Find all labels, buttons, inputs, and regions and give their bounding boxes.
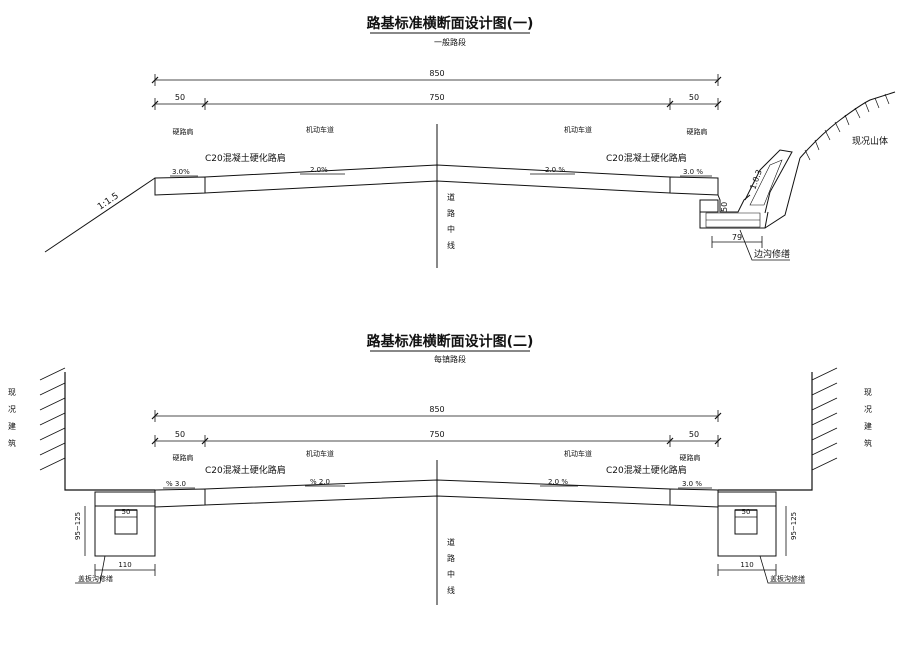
left-lane-slope-2: % 2.0 [310, 478, 330, 486]
right-building-char-1: 现 [864, 388, 872, 397]
left-shoulder-label: 硬路肩 [173, 127, 194, 136]
left-concrete-label: C20混凝土硬化路肩 [205, 152, 286, 164]
left-building-char-3: 建 [8, 421, 16, 431]
centerline2-char-2: 路 [447, 553, 455, 563]
dim-middle-label: 750 [429, 93, 444, 102]
left-building-char-4: 筑 [8, 438, 16, 448]
centerline2-char-4: 线 [447, 585, 455, 595]
ditch-label: 边沟修缮 [754, 248, 790, 260]
left-ditch-depth: 95~125 [74, 512, 82, 540]
embankment-slope-line [44, 177, 156, 253]
centerline-char-4: 线 [447, 240, 455, 250]
right-lane-slope: 2.0 % [545, 166, 565, 174]
dimension-parts: 50 750 50 [151, 93, 722, 110]
dim-total-label-2: 850 [429, 405, 444, 414]
left-covered-ditch: 50 95~125 110 盖板沟修缮 [74, 491, 156, 584]
ditch-width-label: 79 [732, 233, 742, 242]
left-lane-label: 机动车道 [306, 125, 334, 134]
dim-total-label: 850 [429, 69, 444, 78]
left-lane-label-2: 机动车道 [306, 449, 334, 458]
section2-subtitle: 每镇路段 [434, 354, 466, 364]
dimension-total: 850 [151, 69, 722, 86]
left-building-char-2: 况 [8, 405, 16, 414]
left-ditch-outer-width: 110 [118, 561, 131, 569]
section-2: 路基标准横断面设计图(二) 每镇路段 850 50 750 50 硬路肩 机动 [8, 333, 872, 605]
section1-subtitle: 一般路段 [434, 37, 466, 47]
right-lane-slope-2: 2.0 % [548, 478, 568, 486]
right-building-char-3: 建 [864, 421, 872, 431]
right-ditch-depth: 95~125 [790, 512, 798, 540]
right-building-char-2: 况 [864, 405, 872, 414]
right-existing-building: 现 况 建 筑 [718, 367, 872, 491]
right-shoulder-label: 硬路肩 [687, 127, 708, 136]
left-building-char-1: 现 [8, 388, 16, 397]
right-building-char-4: 筑 [864, 438, 872, 448]
ditch-slope-label: 1:0.3 [748, 168, 763, 190]
centerline2-char-1: 道 [447, 537, 455, 547]
right-slope-pct-2: 3.0 % [682, 480, 702, 488]
section1-title: 路基标准横断面设计图(一) [367, 15, 534, 32]
right-ditch-outer-width: 110 [740, 561, 753, 569]
centerline-char-2: 路 [447, 208, 455, 218]
left-ditch-inner-width: 50 [122, 508, 131, 516]
right-lane-label-2: 机动车道 [564, 449, 592, 458]
right-concrete-label: C20混凝土硬化路肩 [606, 152, 687, 164]
dim-middle-label-2: 750 [429, 430, 444, 439]
left-existing-building: 现 况 建 筑 [8, 367, 155, 491]
left-slope-pct: 3.0% [172, 168, 190, 176]
right-concrete-label-2: C20混凝土硬化路肩 [606, 464, 687, 476]
centerline-char-1: 道 [447, 192, 455, 202]
ditch-depth-label: 50 [720, 202, 729, 212]
dimension-total-2: 850 [151, 405, 722, 422]
dimension-parts-2: 50 750 50 [151, 430, 722, 447]
dim-right-label-2: 50 [689, 430, 699, 439]
right-ditch-label: 盖板沟修缮 [770, 574, 805, 583]
section-1: 路基标准横断面设计图(一) 一般路段 850 50 750 50 [44, 15, 896, 268]
right-shoulder-label-2: 硬路肩 [680, 453, 701, 462]
right-slope-pct: 3.0 % [683, 168, 703, 176]
right-lane-label: 机动车道 [564, 125, 592, 134]
left-concrete-label-2: C20混凝土硬化路肩 [205, 464, 286, 476]
dim-left-label-2: 50 [175, 430, 185, 439]
side-ditch: 1:0.3 50 79 边沟修缮 [699, 149, 801, 261]
dim-left-label: 50 [175, 93, 185, 102]
centerline2-char-3: 中 [447, 569, 455, 579]
left-ditch-label: 盖板沟修缮 [78, 574, 113, 583]
dim-right-label: 50 [689, 93, 699, 102]
left-lane-slope: 2.0% [310, 166, 328, 174]
existing-mountain: 现况山体 [799, 91, 896, 161]
centerline-char-3: 中 [447, 224, 455, 234]
right-ditch-inner-width: 50 [742, 508, 751, 516]
left-slope-pct-2: % 3.0 [166, 480, 186, 488]
section2-title: 路基标准横断面设计图(二) [367, 333, 534, 350]
mountain-label: 现况山体 [852, 135, 888, 147]
right-covered-ditch: 50 95~125 110 盖板沟修缮 [717, 491, 805, 584]
left-shoulder-label-2: 硬路肩 [173, 453, 194, 462]
